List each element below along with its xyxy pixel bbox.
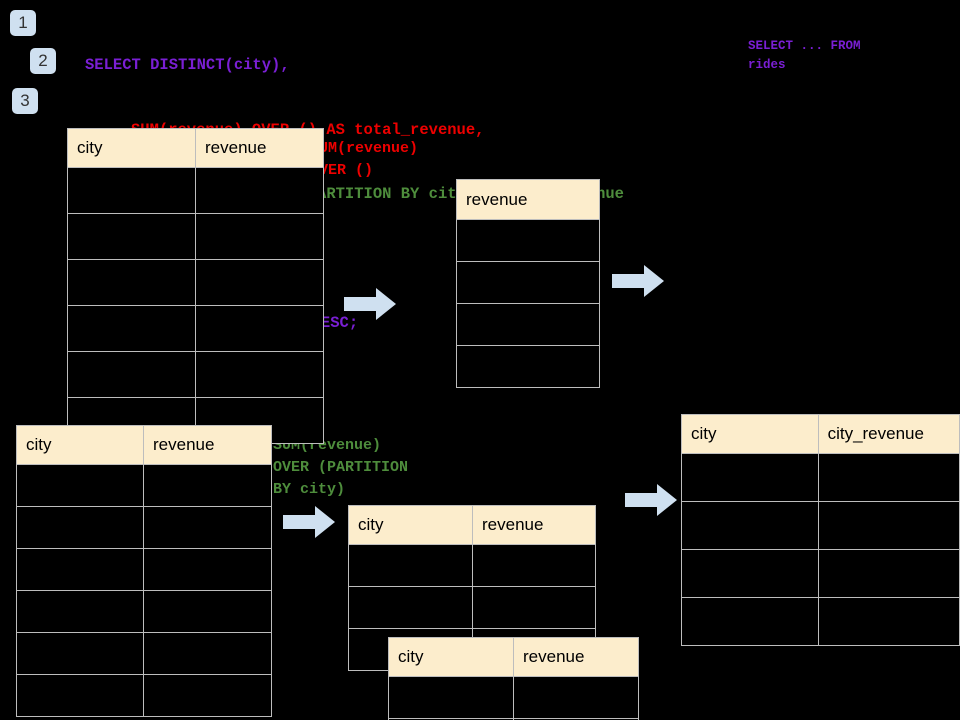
partition-group-table-front: city revenue xyxy=(388,637,639,720)
cell-revenue xyxy=(143,506,272,549)
cell-revenue xyxy=(456,261,600,304)
column-header-city: city xyxy=(388,637,514,677)
source-rides-table-bottom: city revenue xyxy=(16,425,272,717)
arrow-right-icon-bottom-left xyxy=(283,506,335,538)
cell-revenue xyxy=(513,718,639,720)
column-header-city: city xyxy=(67,128,196,168)
table-row xyxy=(388,676,639,719)
table-row xyxy=(348,544,596,587)
table-row xyxy=(681,501,960,550)
cell-revenue xyxy=(195,259,324,306)
table-row xyxy=(16,674,272,717)
cell-revenue xyxy=(456,345,600,388)
cell-city xyxy=(16,464,144,507)
cell-revenue xyxy=(456,303,600,346)
table-header-row: city revenue xyxy=(348,505,596,545)
cell-city xyxy=(348,544,473,587)
column-header-revenue: revenue xyxy=(472,505,596,545)
cell-city xyxy=(67,351,196,398)
cell-revenue xyxy=(143,464,272,507)
cell-revenue xyxy=(143,632,272,675)
table-row xyxy=(456,219,600,262)
table-row xyxy=(67,305,324,352)
cell-city xyxy=(67,305,196,352)
table-row xyxy=(681,453,960,502)
cell-city-revenue xyxy=(817,501,960,550)
partition-group-table-back: city revenue xyxy=(348,505,596,671)
cell-city xyxy=(681,501,819,550)
table-row xyxy=(67,259,324,306)
table-header-row: city revenue xyxy=(16,425,272,465)
source-rides-table-top: city revenue xyxy=(67,128,324,444)
table-header-row: revenue xyxy=(456,179,600,220)
table-header-row: city city_revenue xyxy=(681,414,960,454)
sql-line-1: SELECT DISTINCT(city), xyxy=(85,56,290,74)
cell-revenue xyxy=(143,674,272,717)
table-row xyxy=(16,548,272,591)
cell-revenue xyxy=(513,676,639,719)
column-header-city: city xyxy=(16,425,144,465)
column-header-revenue: revenue xyxy=(143,425,272,465)
column-header-city: city xyxy=(348,505,473,545)
cell-city-revenue xyxy=(817,597,960,646)
cell-revenue xyxy=(472,586,596,629)
table-row xyxy=(16,464,272,507)
cell-revenue xyxy=(195,167,324,214)
arrow-right-icon-bottom-right xyxy=(625,484,677,516)
step-badge-1: 1 xyxy=(10,10,36,36)
cell-city xyxy=(348,586,473,629)
column-header-revenue: revenue xyxy=(195,128,324,168)
cell-revenue xyxy=(195,351,324,398)
cell-city xyxy=(16,548,144,591)
table-row xyxy=(388,718,639,720)
cell-city xyxy=(16,632,144,675)
cell-city-revenue xyxy=(817,549,960,598)
cell-city xyxy=(681,453,819,502)
annotation-sum-over-partition: SUM(revenue) OVER (PARTITION BY city) xyxy=(273,437,409,498)
column-header-revenue: revenue xyxy=(513,637,639,677)
cell-revenue xyxy=(456,219,600,262)
column-header-revenue: revenue xyxy=(456,179,600,220)
cell-revenue xyxy=(195,213,324,260)
cell-city-revenue xyxy=(817,453,960,502)
cell-city xyxy=(681,549,819,598)
cell-revenue xyxy=(195,305,324,352)
table-row xyxy=(681,549,960,598)
table-row xyxy=(456,261,600,304)
cell-city xyxy=(67,213,196,260)
table-row xyxy=(456,303,600,346)
column-header-city: city xyxy=(681,414,819,454)
table-header-row: city revenue xyxy=(388,637,639,677)
step-badge-3: 3 xyxy=(12,88,38,114)
table-row xyxy=(16,632,272,675)
table-row xyxy=(67,351,324,398)
cell-city xyxy=(16,674,144,717)
table-row xyxy=(348,586,596,629)
cell-revenue xyxy=(143,590,272,633)
cell-city xyxy=(388,676,514,719)
total-revenue-table: revenue xyxy=(456,179,600,388)
arrow-right-icon-top-right xyxy=(612,265,664,297)
table-row xyxy=(16,590,272,633)
cell-city xyxy=(16,506,144,549)
cell-city xyxy=(67,167,196,214)
cell-revenue xyxy=(472,544,596,587)
step-badge-2: 2 xyxy=(30,48,56,74)
table-row xyxy=(456,345,600,388)
cell-city xyxy=(67,259,196,306)
table-row xyxy=(67,167,324,214)
table-row xyxy=(681,597,960,646)
annotation-sum-over-empty: SUM(revenue) OVER () xyxy=(310,140,419,179)
cell-city xyxy=(16,590,144,633)
table-row xyxy=(67,213,324,260)
table-row xyxy=(16,506,272,549)
arrow-right-icon-top-left xyxy=(344,288,396,320)
result-city-revenue-table: city city_revenue xyxy=(681,414,960,646)
table-header-row: city revenue xyxy=(67,128,324,168)
cell-city xyxy=(681,597,819,646)
cell-revenue xyxy=(143,548,272,591)
side-note-select-from-rides: SELECT ... FROM rides xyxy=(748,39,861,72)
column-header-city-revenue: city_revenue xyxy=(817,414,960,454)
